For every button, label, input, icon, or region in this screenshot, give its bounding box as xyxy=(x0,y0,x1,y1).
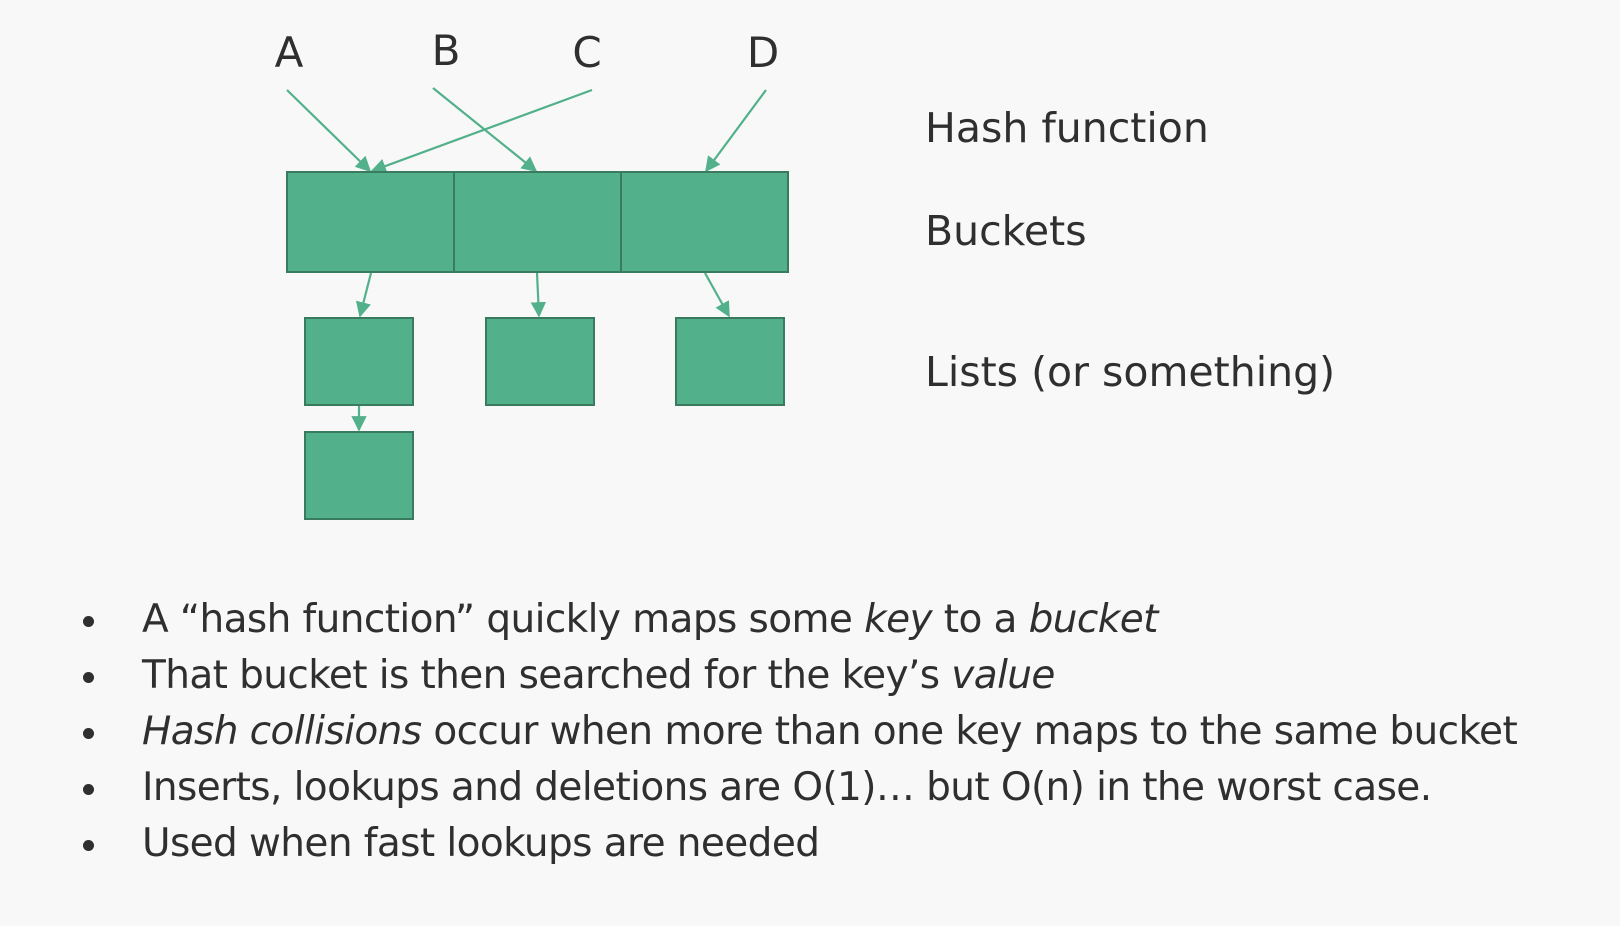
bullet-text: That bucket is then searched for the key… xyxy=(142,653,1055,698)
bullet-dot-icon xyxy=(83,616,94,627)
bucket-1-to-list-arrow xyxy=(355,272,373,318)
hash-table-diagram: A B C D xyxy=(275,26,789,520)
list-node-1b xyxy=(304,431,414,520)
buckets-label: Buckets xyxy=(925,207,1087,255)
bullet-dot-icon xyxy=(83,672,94,683)
hash-arrow-a xyxy=(286,89,372,173)
bullet-item: Used when fast lookups are needed xyxy=(76,816,1517,872)
bucket-1 xyxy=(286,171,455,273)
bullet-item: Hash collisions occur when more than one… xyxy=(76,704,1518,760)
bullet-item: That bucket is then searched for the key… xyxy=(76,648,1517,704)
bullet-text: Inserts, lookups and deletions are O(1)…… xyxy=(142,765,1432,810)
list-node-3a xyxy=(675,317,785,406)
hash-arrow-c xyxy=(370,88,593,174)
bucket-2-to-list-arrow xyxy=(530,272,547,318)
bullet-dot-icon xyxy=(83,784,94,795)
bullet-dot-icon xyxy=(83,840,94,851)
bullet-text: Hash collisions occur when more than one… xyxy=(142,709,1518,754)
bullet-item: Inserts, lookups and deletions are O(1)…… xyxy=(76,760,1517,816)
list-node-2a xyxy=(485,317,595,406)
bullet-text: Used when fast lookups are needed xyxy=(142,821,820,866)
bullet-item: A “hash function” quickly maps some key … xyxy=(76,592,1517,648)
bucket-2 xyxy=(453,171,622,273)
key-label-c: C xyxy=(572,28,601,77)
bullet-dot-icon xyxy=(83,728,94,739)
bucket-3-to-list-arrow xyxy=(704,272,730,318)
bullet-list: A “hash function” quickly maps some key … xyxy=(76,592,1518,872)
lists-label: Lists (or something) xyxy=(925,348,1336,396)
key-label-b: B xyxy=(432,26,461,75)
hash-arrow-d xyxy=(705,89,767,173)
list-node-1a xyxy=(304,317,414,406)
key-label-d: D xyxy=(747,28,779,77)
key-label-a: A xyxy=(275,28,304,77)
bullet-text: A “hash function” quickly maps some key … xyxy=(142,597,1158,642)
bucket-3 xyxy=(620,171,789,273)
hash-function-label: Hash function xyxy=(925,104,1209,152)
